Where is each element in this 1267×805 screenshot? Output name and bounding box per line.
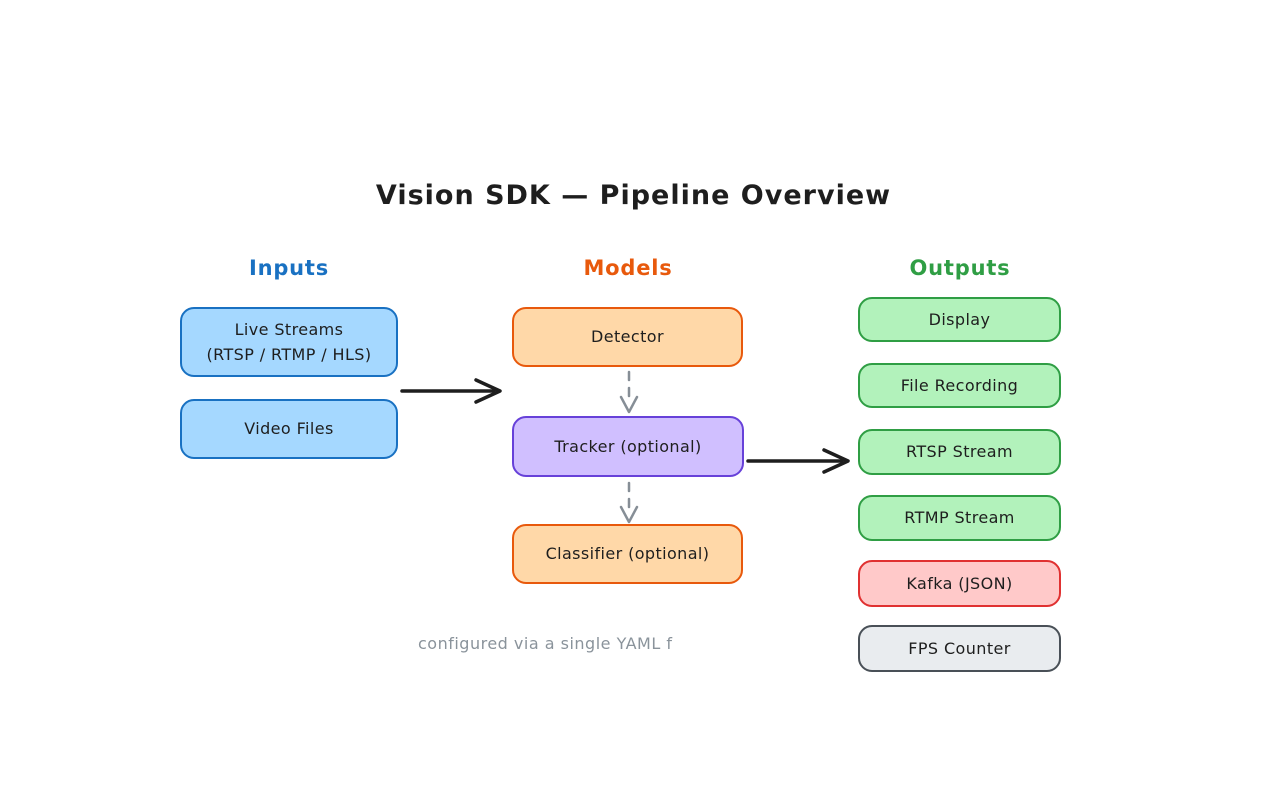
- node-sublabel: (RTSP / RTMP / HLS): [206, 345, 372, 364]
- node-rtsp-stream: RTSP Stream: [858, 429, 1061, 475]
- node-label: Video Files: [244, 419, 334, 439]
- diagram-title: Vision SDK — Pipeline Overview: [375, 180, 892, 211]
- node-label: Tracker (optional): [554, 436, 702, 456]
- node-video-files: Video Files: [180, 399, 398, 459]
- node-label: Classifier (optional): [545, 544, 710, 564]
- arrow-inputs-to-models-icon: [400, 378, 502, 404]
- column-header-inputs: Inputs: [248, 256, 330, 280]
- node-label: Display: [928, 309, 991, 329]
- column-header-models: Models: [583, 256, 673, 280]
- node-label: RTSP Stream: [906, 442, 1013, 462]
- node-label: Detector: [591, 327, 664, 347]
- node-label: FPS Counter: [908, 638, 1011, 658]
- node-rtmp-stream: RTMP Stream: [858, 495, 1061, 541]
- arrow-tracker-to-rtsp-icon: [746, 448, 850, 474]
- column-header-outputs: Outputs: [909, 256, 1011, 280]
- node-tracker: Tracker (optional): [512, 416, 744, 477]
- node-label: Live Streams: [234, 319, 344, 339]
- node-classifier: Classifier (optional): [512, 524, 743, 584]
- node-display: Display: [858, 297, 1061, 342]
- diagram-caption: configured via a single YAML f: [418, 634, 673, 653]
- arrow-tracker-to-classifier-icon: [619, 481, 639, 524]
- node-label: RTMP Stream: [904, 508, 1015, 528]
- node-detector: Detector: [512, 307, 743, 367]
- node-fps-counter: FPS Counter: [858, 625, 1061, 672]
- node-kafka-json: Kafka (JSON): [858, 560, 1061, 607]
- node-label: File Recording: [900, 375, 1019, 395]
- node-label: Kafka (JSON): [906, 573, 1013, 593]
- node-file-recording: File Recording: [858, 363, 1061, 408]
- arrow-detector-to-tracker-icon: [619, 370, 639, 414]
- node-live-streams: Live Streams (RTSP / RTMP / HLS): [180, 307, 398, 377]
